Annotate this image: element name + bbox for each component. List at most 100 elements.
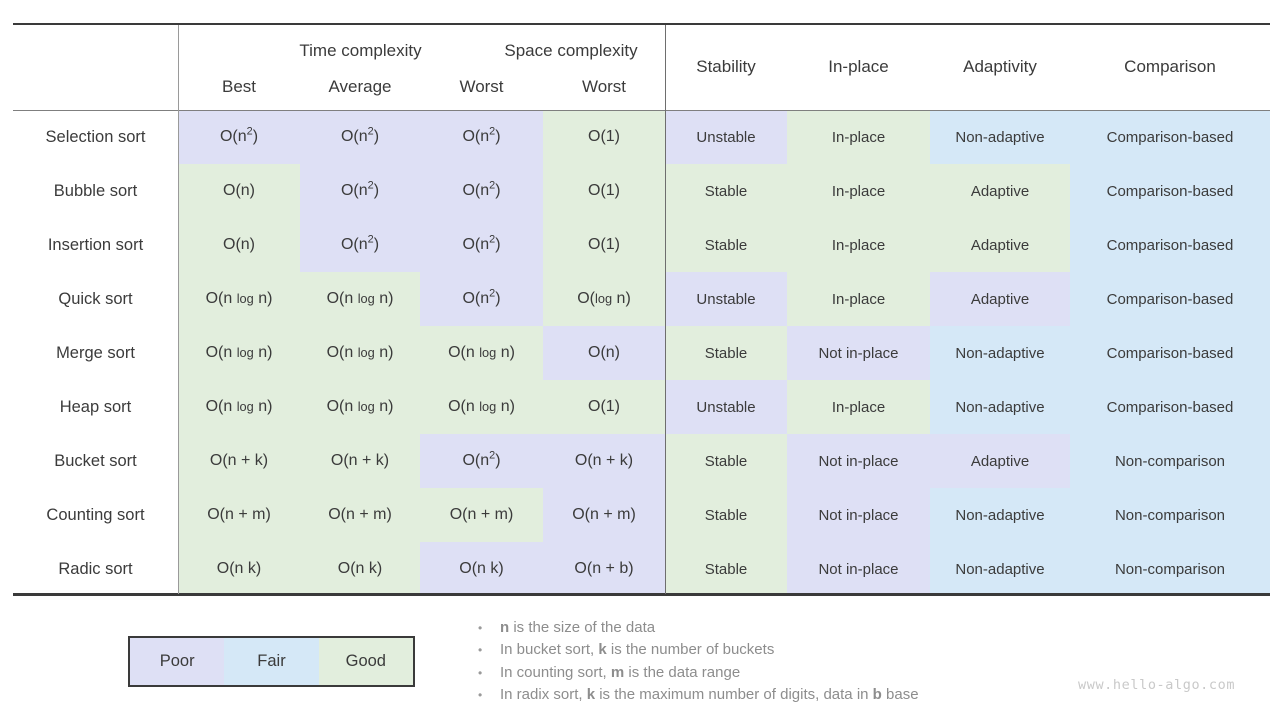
table-cell: O(n2) [300,110,420,164]
table-cell: Unstable [665,272,787,326]
bullet-icon: • [478,643,483,658]
table-cell: Comparison-based [1070,380,1270,434]
table-cell: O(n + m) [300,488,420,542]
comparison-table: Time complexity Space complexity Best Av… [13,23,1270,596]
table-cell: In-place [787,380,930,434]
header-separator-line [13,110,1270,111]
bullet-icon: • [478,687,483,702]
table-cell: O(1) [543,110,665,164]
table-cell: O(n2) [420,164,543,218]
table-cell: O(n k) [300,542,420,596]
legend-item-good: Good [318,638,413,685]
column-header-in-place: In-place [828,56,889,76]
complexity-divider-line [665,25,666,594]
column-header-comparison: Comparison [1124,56,1216,76]
table-cell: Comparison-based [1070,326,1270,380]
table-cell: Non-adaptive [930,326,1070,380]
table-cell: O(n2) [300,218,420,272]
table-cell: Non-adaptive [930,380,1070,434]
table-cell: O(n + k) [300,434,420,488]
table-cell: O(n log n) [300,326,420,380]
legend-item-poor: Poor [130,638,225,685]
table-cell: O(n log n) [178,380,300,434]
table-cell: Stable [665,326,787,380]
table-cell: O(1) [543,164,665,218]
row-label: Selection sort [45,127,146,146]
bullet-icon: • [478,665,483,680]
note-text: In radix sort, k is the maximum number o… [500,685,919,703]
table-cell: O(n log n) [300,272,420,326]
table-cell: O(n k) [178,542,300,596]
column-header-adaptivity: Adaptivity [963,56,1037,76]
table-cell: Non-comparison [1070,542,1270,596]
table-cell: Non-adaptive [930,110,1070,164]
table-cell: Not in-place [787,488,930,542]
note-text: In counting sort, m is the data range [500,663,741,681]
table-cell: O(n k) [420,542,543,596]
note-line: • n is the size of the data [478,617,919,639]
table-header: Time complexity Space complexity Best Av… [13,23,1270,110]
note-line: • In counting sort, m is the data range [478,662,919,684]
note-text: In bucket sort, k is the number of bucke… [500,641,775,659]
row-label: Bubble sort [53,181,138,200]
table-cell: Non-comparison [1070,434,1270,488]
table-cell: O(n2) [300,164,420,218]
row-label: Counting sort [46,505,145,524]
column-header-worst-space: Worst [581,76,627,96]
table-cell: O(n2) [420,110,543,164]
table-cell: Comparison-based [1070,110,1270,164]
table-cell: O(n log n) [420,326,543,380]
table-cell: O(n log n) [300,380,420,434]
note-line: • In radix sort, k is the maximum number … [478,684,919,706]
table-cell: In-place [787,110,930,164]
table-cell: O(n2) [420,218,543,272]
table-cell: O(n) [543,326,665,380]
grade-legend: Poor Fair Good [128,636,415,687]
time-complexity-group-header: Time complexity [299,41,422,60]
table-cell: In-place [787,272,930,326]
column-header-best: Best [221,76,257,96]
column-header-stability: Stability [696,56,756,76]
column-header-worst-time: Worst [459,76,504,96]
table-cell: Stable [665,434,787,488]
table-cell: Not in-place [787,434,930,488]
table-cell: Adaptive [930,272,1070,326]
table-cell: Comparison-based [1070,218,1270,272]
note-text: n is the size of the data [500,619,656,636]
note-line: • In bucket sort, k is the number of buck… [478,639,919,661]
table-cell: O(n) [178,218,300,272]
watermark: www.hello-algo.com [1078,677,1236,693]
table-cell: O(n) [178,164,300,218]
table-cell: Non-adaptive [930,488,1070,542]
table-cell: Stable [665,218,787,272]
table-cell: O(n + k) [178,434,300,488]
bullet-icon: • [478,621,483,635]
table-cell: Comparison-based [1070,272,1270,326]
table-cell: O(1) [543,380,665,434]
table-cell: O(n log n) [420,380,543,434]
table-cell: Stable [665,488,787,542]
table-cell: O(n log n) [178,272,300,326]
row-label: Bucket sort [54,451,137,470]
notes-list: • n is the size of the data • In bucket sor… [478,617,919,706]
table-cell: O(1) [543,218,665,272]
table-bottom-line [13,593,1270,596]
table-cell: O(n2) [178,110,300,164]
table-cell: O(n + b) [543,542,665,596]
table-cell: O(n + k) [543,434,665,488]
table-cell: Non-adaptive [930,542,1070,596]
table-cell: Adaptive [930,164,1070,218]
label-divider-line [178,25,179,594]
table-cell: O(n + m) [543,488,665,542]
row-label: Radic sort [58,559,133,578]
row-label: Insertion sort [47,235,144,254]
